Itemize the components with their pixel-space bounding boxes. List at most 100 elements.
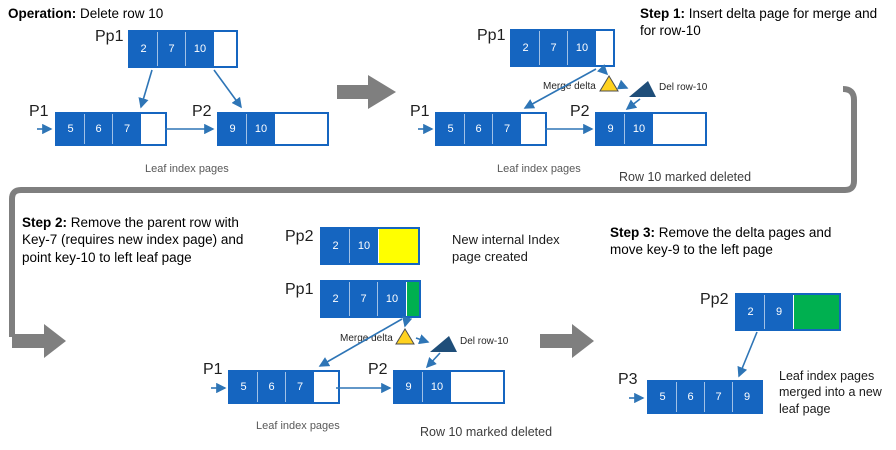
step1-del-row-label: Del row-10: [659, 82, 708, 93]
page-cell: 7: [113, 114, 141, 144]
step1-pp1-to-merge-delta-arrow: [597, 64, 609, 76]
page-cell: 7: [493, 114, 521, 144]
page-cell: 10: [350, 229, 378, 263]
step2-leaf-caption: Leaf index pages: [256, 420, 340, 432]
op-pp1-to-p2-arrow: [213, 69, 242, 109]
flow-arrow-1-icon: [337, 75, 396, 109]
page-cell: 10: [625, 114, 653, 144]
step1-p1-empty-slot: [521, 114, 545, 144]
step3-title: Step 3: Remove the delta pages and move …: [610, 224, 862, 259]
step1-title-text: Insert delta page for merge and for row-…: [640, 6, 878, 39]
page-cell: 2: [322, 229, 350, 263]
page-cell: 7: [705, 382, 733, 412]
step1-del-row-triangle-icon: [629, 81, 656, 97]
step2-del-row-triangle-icon: [430, 336, 457, 352]
page-cell: 2: [322, 282, 350, 316]
page-cell: 5: [649, 382, 677, 412]
page-cell: 5: [437, 114, 465, 144]
step3-merge-caption: Leaf index pages merged into a new leaf …: [779, 369, 882, 416]
step2-pp1-label: Pp1: [285, 281, 314, 298]
step1-leaf-caption: Leaf index pages: [497, 163, 581, 175]
page-cell: 10: [423, 372, 451, 402]
step1-merge-delta-triangle-icon: [599, 75, 619, 92]
step2-pp1-to-merge-delta-arrow: [402, 316, 413, 328]
page-cell: 9: [597, 114, 625, 144]
page-cell: 6: [465, 114, 493, 144]
step2-pp2-label: Pp2: [285, 228, 314, 245]
step1-title: Step 1: Insert delta page for merge and …: [640, 5, 878, 40]
page-cell: 2: [737, 295, 765, 329]
step3-pp2-label: Pp2: [700, 291, 729, 308]
page-cell: 10: [568, 31, 596, 65]
op-p1-empty-slot: [141, 114, 165, 144]
step2-pp1-removed-slot: [406, 282, 419, 316]
step2-p2-label: P2: [368, 361, 388, 378]
page-cell: 9: [219, 114, 247, 144]
page-cell: 9: [765, 295, 793, 329]
step2-del-row-label: Del row-10: [460, 336, 509, 347]
step1-pp1-label: Pp1: [477, 27, 506, 44]
step3-pp2-to-p3-arrow: [737, 331, 758, 378]
op-leaf-caption: Leaf index pages: [145, 163, 229, 175]
step3-pp2-merged-slot: [793, 295, 839, 329]
step1-p1-label: P1: [410, 103, 430, 120]
page-cell: 7: [540, 31, 568, 65]
step1-merge-delta-label: Merge delta: [543, 81, 596, 92]
step2-merge-delta-triangle-icon: [395, 328, 415, 345]
operation-title-lead: Operation:: [8, 6, 77, 21]
step3-p3-label: P3: [618, 371, 638, 388]
page-cell: 7: [158, 32, 186, 66]
step1-del-to-p2-arrow: [625, 98, 641, 110]
page-cell: 6: [677, 382, 705, 412]
step1-deleted-caption: Row 10 marked deleted: [619, 170, 752, 184]
flow-arrow-3-icon: [540, 324, 594, 358]
step2-merge-to-del-arrow: [415, 334, 430, 345]
step2-pp2-new-slot: [378, 229, 418, 263]
op-pp1-label: Pp1: [95, 28, 124, 45]
flow-arrow-2-icon: [12, 324, 66, 358]
page-cell: 5: [230, 372, 258, 402]
page-cell: 9: [733, 382, 761, 412]
page-cell: 9: [395, 372, 423, 402]
step1-pp1-empty-slot: [596, 31, 613, 65]
page-cell: 10: [378, 282, 406, 316]
op-p2-empty-slot: [275, 114, 327, 144]
page-cell: 5: [57, 114, 85, 144]
step1-p2-label: P2: [570, 103, 590, 120]
page-cell: 2: [512, 31, 540, 65]
page-cell: 6: [85, 114, 113, 144]
step2-merge-delta-label: Merge delta: [340, 333, 393, 344]
op-pp1-empty-slot: [214, 32, 236, 66]
step2-p1-empty-slot: [314, 372, 338, 402]
step2-del-to-p2-arrow: [425, 352, 441, 369]
step2-p2-empty-slot: [451, 372, 503, 402]
step2-p1-label: P1: [203, 361, 223, 378]
step2-new-page-note: New internal Index page created: [452, 232, 560, 264]
step1-merge-to-del-arrow: [616, 79, 629, 90]
page-cell: 7: [350, 282, 378, 316]
step3-title-lead: Step 3:: [610, 225, 656, 240]
operation-title-text: Delete row 10: [76, 6, 164, 21]
